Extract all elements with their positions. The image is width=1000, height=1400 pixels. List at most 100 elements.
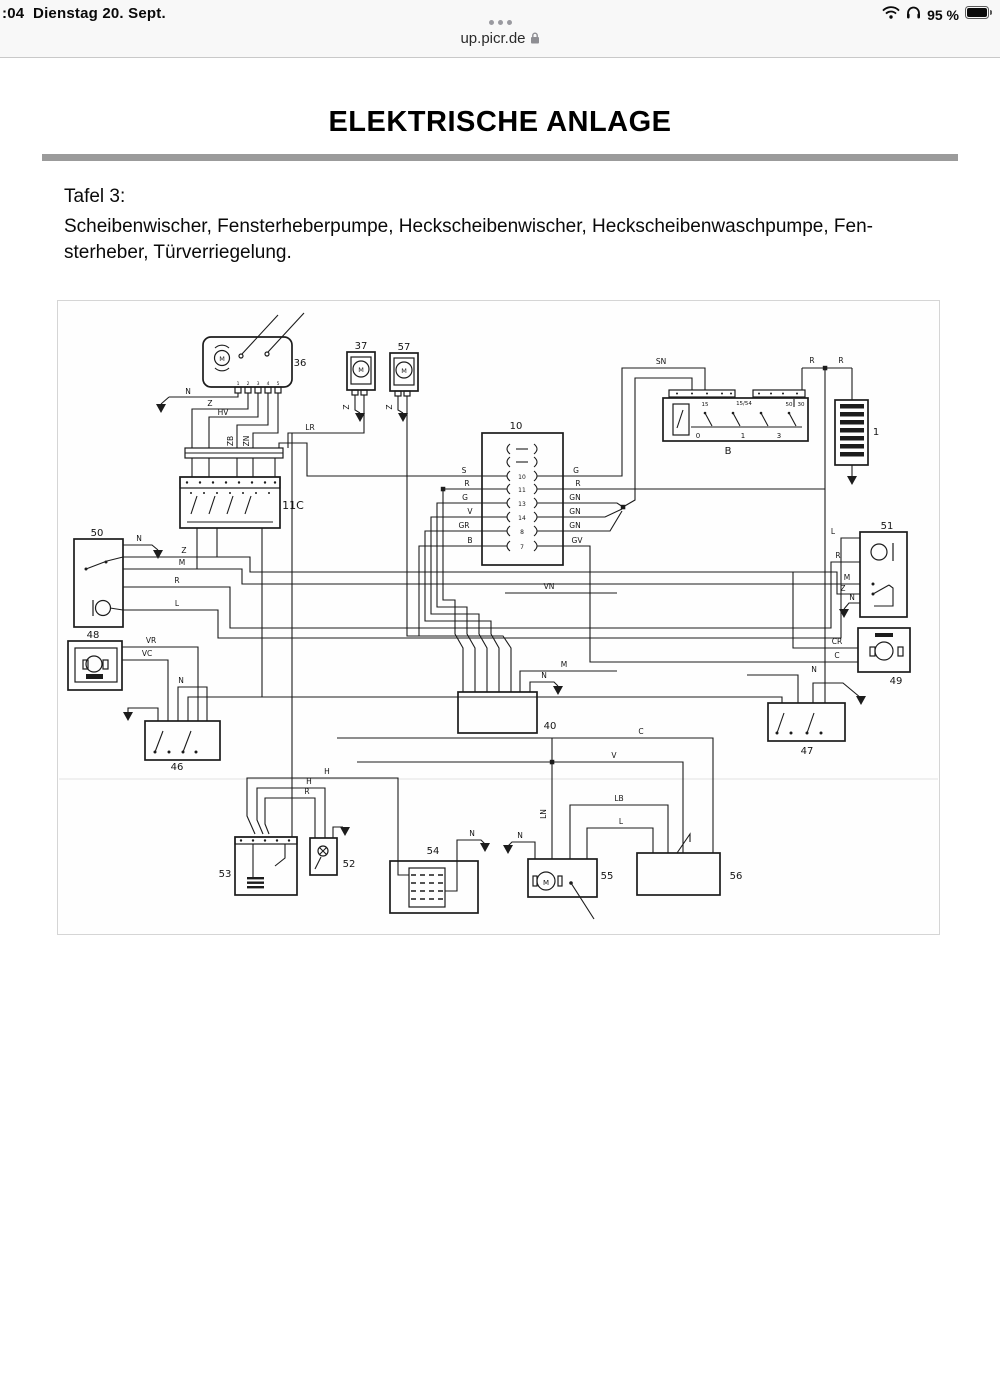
component-37-pump-motor [346,351,376,396]
status-time: :04 [2,5,25,22]
diagram-label: R [809,356,814,365]
diagram-label: R [838,356,843,365]
diagram-label: 3 [777,432,781,440]
diagram-label: Z [181,546,186,555]
diagram-label: SN [656,357,666,366]
diagram-label: M [844,573,850,582]
component-50-window-motor [73,538,124,628]
diagram-label: 48 [87,630,100,641]
diagram-label: 15/54 [736,401,752,407]
diagram-label: GV [572,536,584,545]
address-bar[interactable]: up.picr.de [0,30,1000,48]
diagram-label: 1 [237,381,240,387]
diagram-label: N [178,676,184,685]
component-53-relay [234,836,298,896]
component-55-window-motor [527,858,598,920]
diagram-label: N [185,387,191,396]
diagram-label: G [573,466,579,475]
tab-dots-icon[interactable] [0,12,1000,30]
diagram-label: H [306,777,312,786]
diagram-label: L [831,527,836,536]
diagram-label: M [561,660,567,669]
diagram-label: 46 [171,762,184,773]
diagram-label: Z [385,404,394,409]
diagram-label: VN [544,582,555,591]
diagram-label: R [835,551,840,560]
diagram-label: 14 [518,515,526,522]
component-46-switch [144,720,221,761]
diagram-label: 11C [282,499,304,512]
diagram-label: 10 [518,474,526,481]
description-line1: Scheibenwischer, Fensterheberpumpe, Heck… [64,216,873,237]
component-1-resistor-pack [834,399,869,466]
diagram-label: LN [539,809,548,819]
diagram-label: 40 [544,721,557,732]
ground-arrows [123,404,866,854]
diagram-label: 53 [219,869,232,880]
diagram-label: 8 [520,529,524,536]
diagram-label: L [619,817,624,826]
component-36-wiper-motor [202,312,305,394]
diagram-label: CR [832,637,842,646]
wifi-icon [882,5,900,24]
diagram-label: GN [569,493,580,502]
diagram-label: 4 [267,381,270,387]
diagram-label: Z [207,399,212,408]
diagram-label: M [358,366,364,374]
diagram-label: Z [342,404,351,409]
diagram-label: N [517,831,523,840]
diagram-label: B [725,446,732,457]
component-10-connector [481,432,564,566]
diagram-label: GR [458,521,469,530]
diagram-label: 10 [510,421,523,432]
diagram-label: M [219,355,225,363]
headphones-icon [906,5,921,24]
diagram-label: 11 [518,487,526,494]
diagram-label: VR [146,636,156,645]
diagram-label: 37 [355,341,368,352]
diagram-label: R [464,479,469,488]
diagram-label: ZN [242,436,251,447]
component-52-switch-lamp [309,837,338,876]
diagram-label: 49 [890,676,903,687]
component-47-switch [767,702,846,742]
diagram-label: LB [614,794,623,803]
page-title: ELEKTRISCHE ANLAGE [328,106,672,138]
diagram-label: 1 [873,427,879,438]
diagram-label: 3 [257,381,260,387]
diagram-label: 55 [601,871,614,882]
battery-icon [965,5,993,24]
component-49-washer-pump [857,627,911,673]
diagram-label: C [638,727,643,736]
diagram-label: 0 [696,432,700,440]
battery-percent: 95 % [927,6,959,23]
diagram-label: S [462,466,467,475]
diagram-label: 36 [294,358,307,369]
status-time-date: :04 Dienstag 20. Sept. [2,5,166,22]
component-56-switch-box [636,832,721,896]
diagram-label: 52 [343,859,356,870]
diagram-label: L [175,599,180,608]
diagram-label: V [467,507,473,516]
component-54-heated-window [389,860,479,914]
diagram-label: HV [218,408,230,417]
diagram-label: N [136,534,142,543]
url-text: up.picr.de [460,30,526,47]
diagram-label: 50 [91,528,104,539]
diagram-label: ZB [226,436,235,446]
wires [122,367,862,861]
diagram-label: 13 [518,501,526,508]
diagram-label: N [811,665,817,674]
diagram-label: GN [569,521,580,530]
title-divider [42,154,958,161]
component-48-pump-motor [67,640,123,691]
diagram-label: 15 [702,402,709,408]
component-B-switch-block [662,389,809,442]
component-11C-switch-block [179,476,281,529]
wiring-diagram-svg: 36375710B151494750484611C405352545556NZH… [57,300,940,935]
status-date: Dienstag 20. Sept. [33,5,166,22]
diagram-label: 30 [798,402,805,408]
diagram-label: M [401,367,407,375]
diagram-label: GN [569,507,580,516]
